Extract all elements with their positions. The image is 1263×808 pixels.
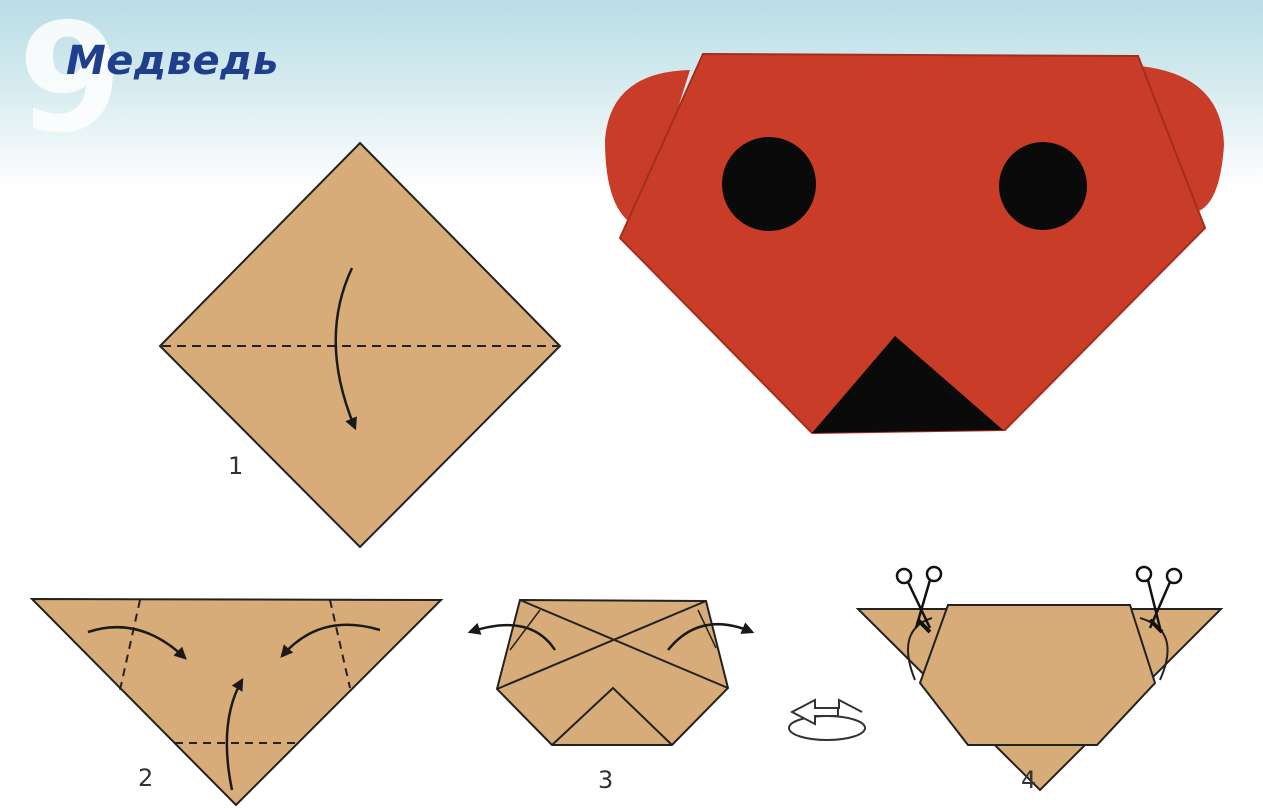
step-4-front bbox=[920, 605, 1155, 745]
step-4-diagram: 4 bbox=[858, 605, 1221, 794]
bear-right-eye bbox=[999, 142, 1087, 230]
step-2-diagram: 2 bbox=[32, 599, 441, 805]
step-1-label: 1 bbox=[228, 452, 243, 480]
finished-bear bbox=[605, 54, 1224, 433]
turn-over-arrow-icon bbox=[789, 700, 865, 740]
step-3-diagram: 3 bbox=[470, 600, 752, 794]
step-1-diagram: 1 bbox=[160, 143, 560, 547]
step-3-label: 3 bbox=[598, 766, 613, 794]
step-2-label: 2 bbox=[138, 764, 153, 792]
step-4-label: 4 bbox=[1021, 766, 1036, 794]
bear-left-eye bbox=[722, 137, 816, 231]
